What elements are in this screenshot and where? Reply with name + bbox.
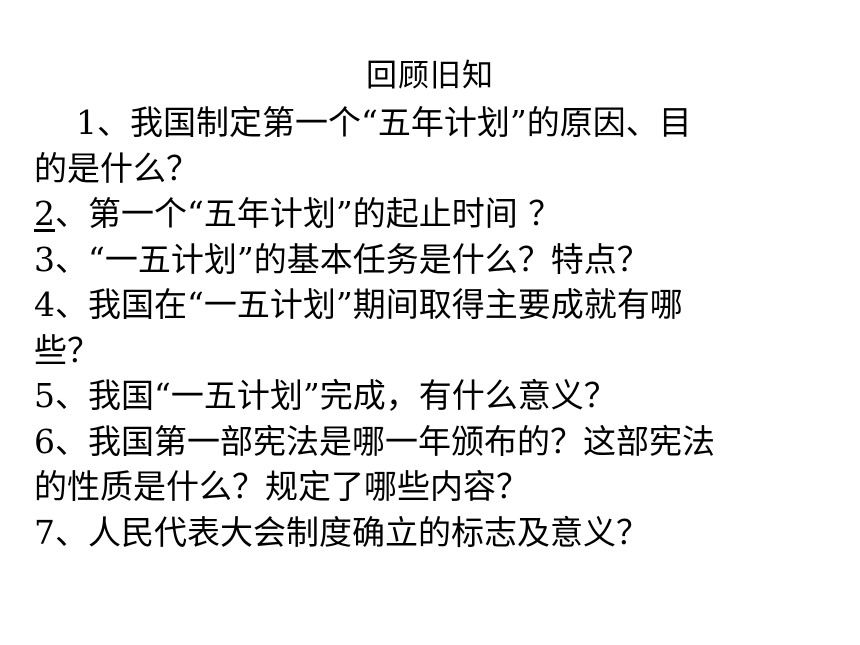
question-4-line-2: 些？ <box>34 330 100 370</box>
question-3: 3、“一五计划”的基本任务是什么？特点？ <box>34 239 650 279</box>
question-6-line-2: 的性质是什么？规定了哪些内容？ <box>34 467 529 506</box>
question-list: 1、我国制定第一个“五年计划”的原因、目 的是什么？ 2、第一个“五年计划”的起… <box>34 100 830 555</box>
question-6-line-1: 6、我国第一部宪法是哪一年颁布的？这部宪法 <box>34 421 715 461</box>
question-1-line-1: 1、我国制定第一个“五年计划”的原因、目 <box>76 103 692 142</box>
question-2-number: 2 <box>34 194 55 233</box>
question-7: 7、人民代表大会制度确立的标志及意义？ <box>34 512 649 552</box>
slide-title: 回顾旧知 <box>366 58 494 94</box>
question-2: 2、第一个“五年计划”的起止时间 ？ <box>34 191 830 237</box>
question-1-line-2: 的是什么？ <box>34 148 199 188</box>
question-4-line-1: 4、我国在“一五计划”期间取得主要成就有哪 <box>34 285 683 324</box>
question-5: 5、我国“一五计划”完成，有什么意义？ <box>34 376 617 415</box>
question-2-text: 、第一个“五年计划”的起止时间 ？ <box>55 194 562 233</box>
